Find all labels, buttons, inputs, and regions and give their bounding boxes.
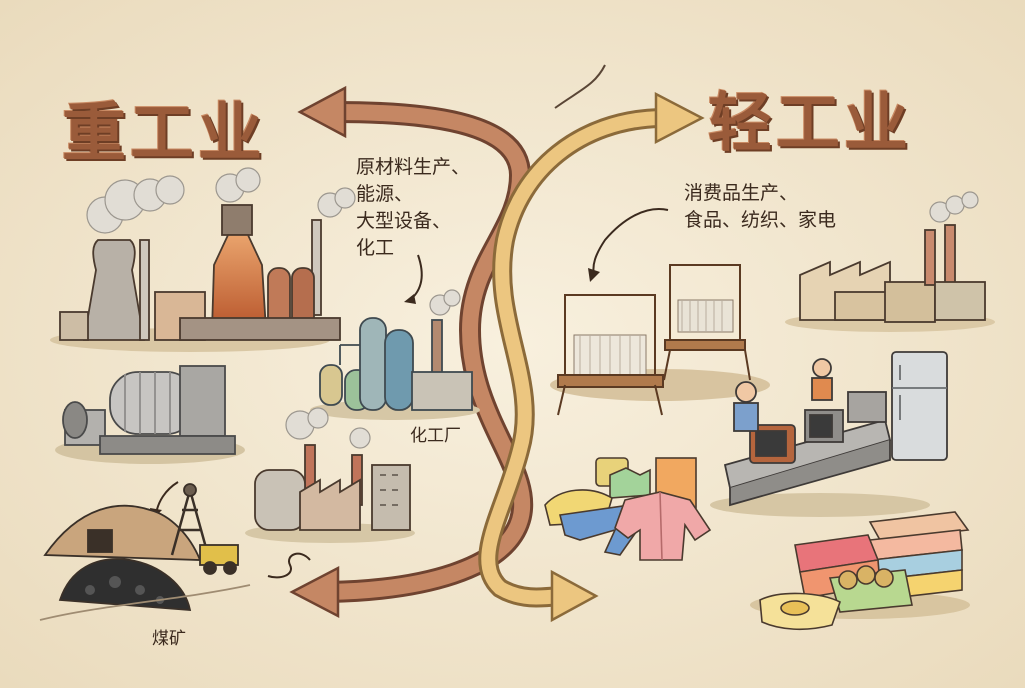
pink-jacket — [614, 491, 712, 561]
description-line: 食品、纺织、家电 — [684, 209, 837, 231]
squiggle-decor — [554, 64, 606, 109]
smokestack — [924, 229, 936, 286]
office-block — [371, 464, 411, 531]
food-packages-illustration — [750, 511, 970, 631]
light-industry-description: 消费品生产、 食品、纺织、家电 — [684, 180, 836, 234]
chemical-plant-label: 化工厂 — [410, 426, 461, 446]
arrowhead-left-top — [297, 85, 347, 139]
heavy-industry-title: 重工业 — [62, 96, 266, 171]
smokestack — [431, 319, 443, 376]
dirt-mound — [43, 504, 202, 561]
light-industry-title: 轻工业 — [708, 86, 912, 161]
machine-base — [99, 435, 236, 455]
generator-housing — [179, 365, 226, 437]
smoke-cloud — [86, 167, 356, 234]
steel-plant-illustration — [50, 167, 356, 352]
heavy-industry-description: 原材料生产、 能源、 大型设备、 化工 — [356, 154, 470, 262]
textile-loom-illustration — [550, 264, 770, 416]
furnace-top — [221, 204, 253, 236]
worker-body — [733, 402, 759, 432]
coal-mine-illustration — [39, 483, 251, 621]
smokestack — [139, 239, 150, 341]
arrowhead-right-bottom — [550, 569, 599, 623]
light-factory-illustration — [785, 191, 995, 332]
refrigerator — [891, 351, 948, 461]
smokestack — [311, 219, 322, 316]
light-industry-arrow — [478, 64, 705, 623]
warehouse — [884, 281, 936, 323]
chemical-plant-lower-illustration — [245, 407, 415, 543]
smokestack — [944, 224, 956, 286]
stacked-package — [868, 511, 970, 541]
appliance-assembly-illustration — [710, 351, 948, 517]
description-line: 消费品生产、 — [684, 182, 799, 204]
arrowhead-right-top — [654, 91, 705, 145]
swirl-decor — [267, 552, 311, 579]
spherical-tank — [254, 469, 306, 531]
worker-head — [735, 381, 757, 403]
description-line: 大型设备、 — [356, 210, 452, 232]
factory-building — [299, 478, 361, 531]
description-line: 原材料生产、 — [356, 156, 471, 178]
coal-mine-label: 煤矿 — [152, 629, 186, 649]
description-line: 能源、 — [356, 183, 414, 205]
pointer-arrow-light — [592, 208, 669, 276]
mine-entrance — [87, 529, 113, 553]
cooling-tower — [82, 239, 146, 341]
distillation-column — [384, 329, 414, 411]
distillation-column — [359, 317, 387, 411]
mining-truck — [199, 544, 239, 566]
plant-building — [411, 371, 473, 411]
turbine-generator-illustration — [55, 365, 245, 464]
storage-tank — [319, 364, 343, 406]
description-line: 化工 — [356, 237, 395, 259]
arrowhead-left-bottom — [289, 565, 340, 619]
chemical-plant-illustration — [310, 289, 480, 420]
oven — [847, 391, 887, 423]
t-shirt — [609, 467, 651, 499]
clothing-pile-illustration — [544, 457, 712, 561]
